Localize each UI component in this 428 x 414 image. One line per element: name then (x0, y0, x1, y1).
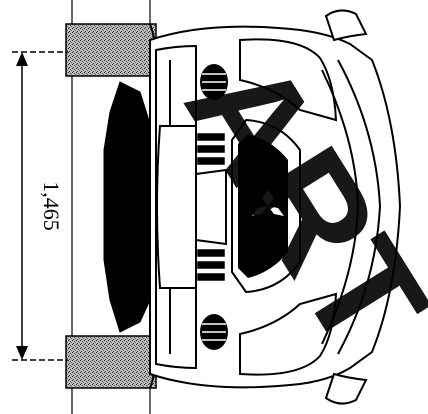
tire-bottom (65, 335, 157, 389)
grille-slats-top (197, 133, 225, 165)
dimension-line (12, 51, 68, 361)
fog-light-bottom (200, 314, 228, 350)
tire-top (65, 23, 157, 77)
dimension-label: 1,465 (39, 181, 64, 231)
grille-slats-bottom (197, 249, 225, 281)
underbody (103, 81, 153, 333)
fog-light-top (200, 64, 228, 100)
three-diamond-logo-icon (252, 190, 284, 216)
grille (238, 134, 288, 278)
